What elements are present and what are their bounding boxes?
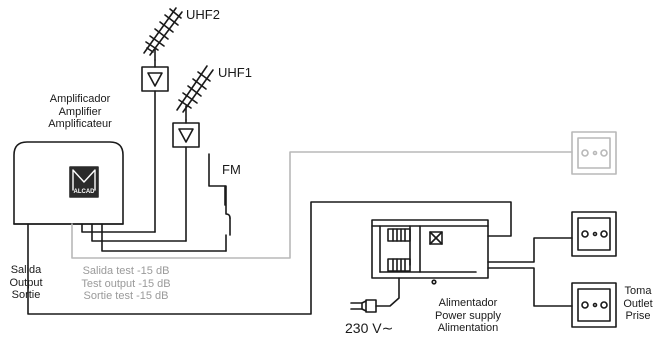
fm-label: FM — [222, 162, 241, 177]
outlet-top-icon — [571, 211, 617, 257]
amplifier-label-en: Amplifier — [58, 105, 102, 118]
output-label-en: Output — [9, 276, 43, 289]
uhf1-label: UHF1 — [218, 65, 252, 80]
plug-icon — [350, 277, 400, 313]
outlet-label-fr: Prise — [625, 310, 651, 322]
output-label: Salida Output Sortie — [4, 264, 48, 302]
fm-antenna-icon — [208, 153, 231, 252]
outlet-label: Toma Outlet Prise — [618, 285, 658, 323]
test-output-label-en: Test output -15 dB — [81, 277, 171, 290]
outlet-label-en: Outlet — [623, 297, 653, 310]
led-indicator-icon — [431, 279, 437, 285]
output-label-es: Salida — [10, 264, 42, 276]
uhf1-antenna-icon — [176, 65, 214, 121]
amplifier-housing — [13, 141, 124, 225]
uhf2-antenna-icon — [143, 7, 183, 61]
fuse-icon — [429, 231, 443, 245]
test-output-label: Salida test -15 dB Test output -15 dB So… — [64, 265, 188, 303]
power-supply-label: Alimentador Power supply Alimentation — [418, 297, 518, 335]
power-supply-unit — [371, 219, 489, 285]
uhf2-filter-icon — [141, 59, 169, 233]
coil-top-icon — [387, 228, 411, 242]
test-outlet-icon — [571, 131, 617, 175]
main-output-cable — [27, 201, 512, 315]
outlet-cables — [487, 237, 573, 307]
test-output-line — [71, 131, 617, 259]
coil-bottom-icon — [387, 258, 411, 272]
test-output-label-es: Salida test -15 dB — [82, 265, 170, 277]
power-supply-label-en: Power supply — [434, 309, 502, 322]
uhf2-label: UHF2 — [186, 7, 220, 22]
output-label-fr: Sortie — [11, 289, 41, 301]
amplifier-label-fr: Amplificateur — [48, 118, 112, 130]
amplifier-input-cables — [81, 223, 227, 252]
mains-voltage-label: 230 V∼ — [345, 320, 394, 336]
amplifier-label: Amplificador Amplifier Amplificateur — [26, 93, 134, 131]
outlet-bottom-icon — [571, 282, 617, 328]
outlet-label-es: Toma — [624, 285, 652, 297]
uhf1-filter-icon — [172, 119, 200, 242]
test-output-label-fr: Sortie test -15 dB — [83, 290, 169, 302]
power-supply-label-fr: Alimentation — [437, 322, 499, 334]
power-supply-label-es: Alimentador — [438, 297, 498, 309]
amplifier-label-es: Amplificador — [49, 93, 111, 105]
alcad-logo-text: ALCAD — [73, 189, 95, 195]
